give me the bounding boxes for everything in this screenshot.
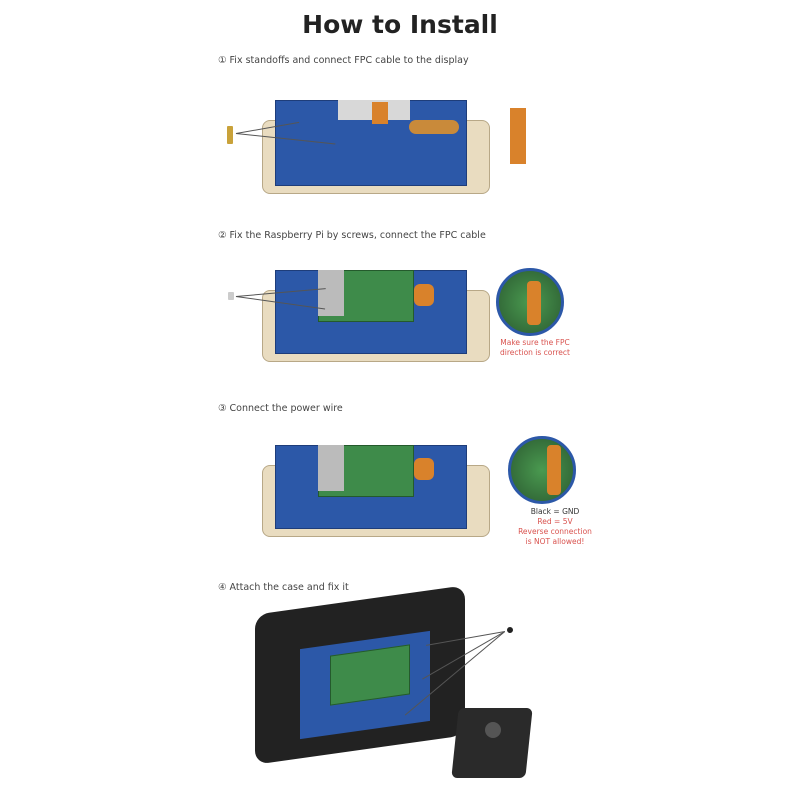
note-line: direction is correct: [500, 348, 570, 357]
warning-line: is NOT allowed!: [525, 537, 585, 546]
step-1-label: ① Fix standoffs and connect FPC cable to…: [218, 55, 469, 66]
step-3-label: ③ Connect the power wire: [218, 403, 343, 414]
warning-line: Reverse connection: [518, 527, 592, 536]
gnd-note: Black = GND: [530, 507, 580, 516]
step-2-label: ② Fix the Raspberry Pi by screws, connec…: [218, 230, 486, 241]
5v-note: Red = 5V: [537, 517, 573, 526]
page-title: How to Install: [302, 10, 498, 39]
fpc-direction-note: Make sure the FPC direction is correct: [490, 338, 580, 358]
fpc-detail-magnifier: [496, 268, 564, 336]
note-line: Make sure the FPC: [500, 338, 570, 347]
standoff-icon: [227, 126, 233, 144]
power-wire-note: Black = GND Red = 5V Reverse connection …: [505, 507, 605, 547]
step-4-label: ④ Attach the case and fix it: [218, 582, 349, 593]
screw-icon: [507, 627, 513, 633]
power-wire-detail-magnifier: [508, 436, 576, 504]
